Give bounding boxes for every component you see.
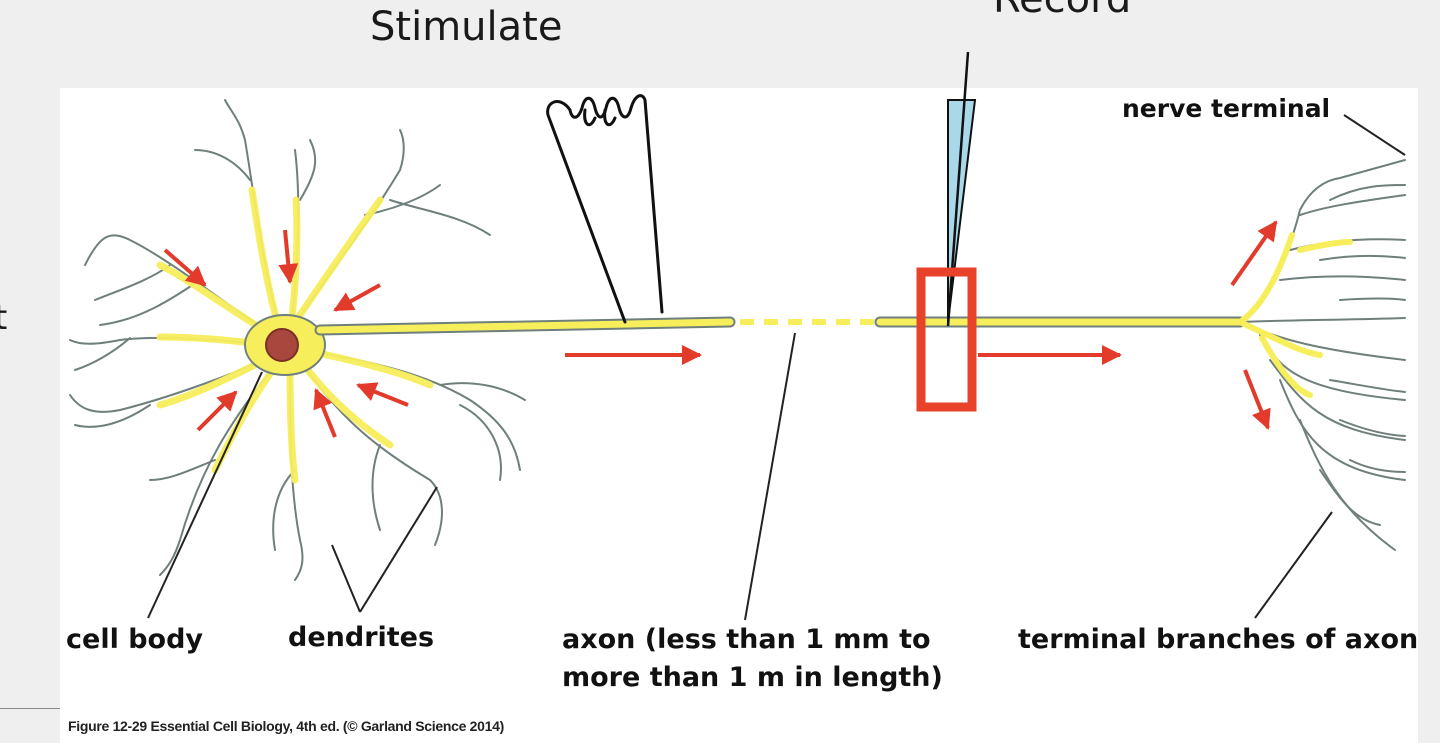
stimulate-heading: Stimulate <box>370 4 563 50</box>
signal-arrows <box>163 220 1278 438</box>
recording-electrode <box>946 51 977 327</box>
label-nerve-terminal: nerve terminal <box>1122 94 1331 123</box>
figure-caption: Figure 12-29 Essential Cell Biology, 4th… <box>68 718 504 734</box>
terminal-cytoplasm <box>1237 232 1353 398</box>
stimulating-electrode <box>546 94 664 324</box>
record-heading: Record <box>993 0 1131 22</box>
edge-text-fragment: t <box>0 298 8 338</box>
figure-panel <box>60 88 1418 743</box>
nucleus-shape <box>265 328 299 362</box>
label-axon-line1: axon (less than 1 mm to <box>562 624 931 655</box>
label-dendrites: dendrites <box>288 622 435 653</box>
axon-shape <box>314 316 1246 336</box>
label-cell-body: cell body <box>66 624 204 655</box>
label-terminal-branches: terminal branches of axon <box>1018 624 1419 655</box>
recording-site-highlight <box>916 267 977 412</box>
slide-divider <box>0 708 60 709</box>
label-axon-line2: more than 1 m in length) <box>562 662 943 693</box>
leader-lines <box>147 114 1406 621</box>
